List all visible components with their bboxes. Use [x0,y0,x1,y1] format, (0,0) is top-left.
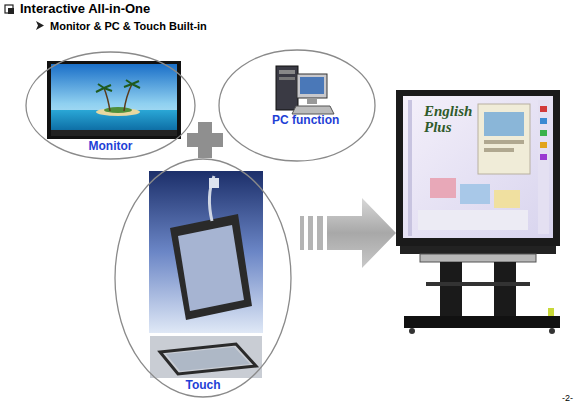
touch-picture-part [150,336,262,378]
title-bullet-part [8,8,14,14]
monitor-picture-part [51,64,177,130]
kiosk-picture-part [540,142,547,148]
kiosk-picture-part [540,154,547,160]
page-number: -2- [562,393,573,403]
pc-picture-part [279,70,295,74]
subtitle-line: Monitor & PC & Touch Built-in [50,20,207,32]
ellipse-outline [218,49,376,162]
kiosk-picture-part [494,190,520,208]
kiosk-picture-part [540,118,547,124]
kiosk-picture-part [549,328,555,334]
title: Interactive All-in-One [20,1,150,16]
touch-picture-part [149,171,263,333]
kiosk-picture-part [484,112,524,136]
pc-picture [276,66,334,114]
screen-text: English Plus [424,103,472,135]
kiosk-picture-part [548,308,554,316]
subtitle: Monitor & PC & Touch Built-in [50,20,207,32]
pc-picture-part [297,74,327,98]
kiosk-picture-part [484,140,524,144]
kiosk-picture-part [440,262,462,318]
kiosk-picture-part [404,316,560,328]
ellipse-outline [114,158,292,398]
ellipse-shape [219,50,375,161]
pc-picture-part [279,77,295,80]
pc-picture-part [276,66,298,110]
component-label: Touch [114,378,292,392]
touch-picture [149,171,263,378]
kiosk-picture-part [396,90,560,246]
big-arrow-part [327,198,396,268]
subtitle-bullet-part [36,21,44,30]
big-arrow-part [317,216,323,250]
big-arrow-part [308,216,313,250]
kiosk-picture-part [540,106,547,112]
kiosk-picture-part [426,282,530,286]
page-number-line: -2- [562,393,573,403]
touch-picture-part [166,347,250,371]
kiosk-picture-part [494,262,516,318]
monitor-picture-part [104,107,132,113]
kiosk-picture-part [484,148,514,152]
ellipse-shape [26,52,195,159]
monitor-picture [47,61,181,139]
kiosk-picture [396,90,560,334]
kiosk-picture-part [540,130,547,136]
big-arrow [300,198,396,268]
monitor-picture-part [124,84,132,111]
component-label: PC function [272,113,342,127]
monitor-picture-part [96,84,112,92]
plus-sign [187,122,223,158]
kiosk-picture-part [478,104,530,174]
ellipse-group: Touch [114,158,292,398]
subtitle-bullet [36,21,44,30]
touch-picture-part [178,225,244,311]
monitor-picture-part [96,108,140,116]
title-line: Interactive All-in-One [20,1,150,16]
big-arrow-part [300,216,304,250]
plus-sign-part [198,122,212,158]
kiosk-picture-part [400,246,556,254]
kiosk-picture-part [408,100,412,236]
monitor-picture-part [124,80,140,88]
pc-picture-part [300,77,324,94]
title-bullet [5,5,14,14]
touch-picture-part [209,178,219,188]
pc-picture-part [307,98,317,104]
component-label: Monitor [25,139,196,153]
pc-picture-part [292,106,334,114]
touch-picture-part [160,344,256,374]
kiosk-picture-part [403,96,553,238]
kiosk-picture-part [430,178,456,198]
kiosk-picture-part [409,328,415,334]
screen-text-line: English Plus [424,104,476,136]
kiosk-picture-part [418,210,528,230]
monitor-picture-part [104,88,110,111]
monitor-picture-part [47,61,181,139]
kiosk-picture-part [460,184,490,204]
monitor-picture-part [51,130,177,136]
kiosk-picture-part [420,254,536,262]
ellipse-shape [115,159,291,397]
touch-picture-part [170,214,252,320]
title-bullet-part [5,5,13,13]
ellipse-group: Monitor [25,51,196,160]
kiosk-picture-part [538,100,549,234]
ellipse-group: PC function [218,49,376,162]
